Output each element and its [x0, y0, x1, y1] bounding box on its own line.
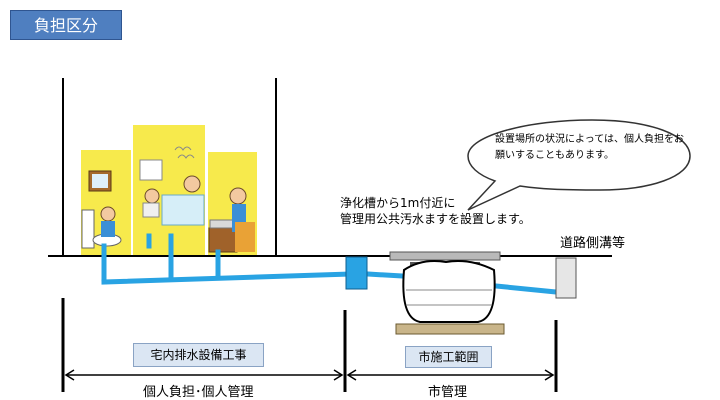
note-line-2: 管理用公共汚水ますを設置します。	[340, 212, 531, 226]
kitchen-sink-icon	[208, 187, 255, 253]
drain-pipes	[101, 233, 559, 295]
span-arrows	[64, 369, 555, 381]
individual-burden-label: 個人負担･個人管理	[143, 385, 254, 400]
toilet-icon	[81, 170, 122, 249]
septic-tank-icon	[389, 251, 505, 335]
callout-text: 設置場所の状況によっては、個人負担をお願いすることもあります。	[495, 134, 684, 161]
house-drain-work-box: 宅内排水設備工事	[133, 343, 264, 367]
bath-icon	[139, 146, 205, 226]
callout-bubble	[467, 119, 691, 211]
city-work-box: 市施工範囲	[405, 346, 492, 368]
note-line-1: 浄化槽から1m付近に	[340, 196, 456, 210]
title-badge: 負担区分	[10, 10, 122, 40]
gutter-icon	[555, 257, 577, 299]
city-managed-label: 市管理	[428, 385, 468, 400]
manhole-icon	[345, 256, 368, 290]
road-gutter-label: 道路側溝等	[560, 236, 626, 251]
